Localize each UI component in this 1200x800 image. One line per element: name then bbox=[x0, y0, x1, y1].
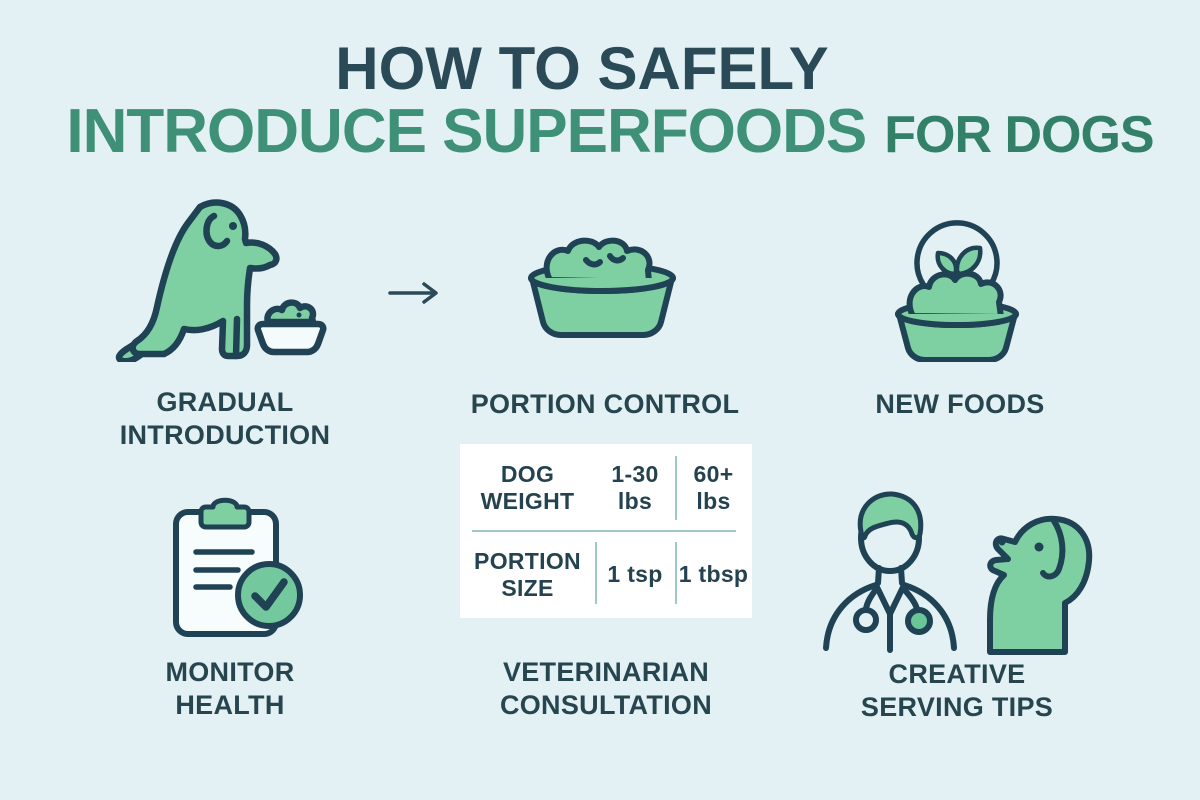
table-header-dog-weight-line1: DOG bbox=[500, 461, 555, 488]
table-cell-weight-1-30lbs: 1-30 lbs bbox=[595, 444, 675, 531]
gradual-introduction-label-line2: INTRODUCTION bbox=[119, 419, 331, 450]
gradual-introduction-label-line1: GRADUAL bbox=[156, 387, 294, 417]
table-divider bbox=[595, 542, 597, 604]
title-line2: INTRODUCE SUPERFOODS FOR DOGS bbox=[10, 96, 1200, 167]
table-header-portion-size-line1: PORTION bbox=[474, 548, 581, 575]
portion-size-table-grid: DOG WEIGHT 1-30 lbs 60+ lbs PORTION SIZE… bbox=[460, 444, 752, 618]
table-header-dog-weight-line2: WEIGHT bbox=[480, 487, 575, 514]
dog-bowl-with-leaf-sprout-icon bbox=[895, 220, 1019, 362]
table-cell-weight-60plus-lbs: 60+ lbs bbox=[675, 444, 752, 531]
table-cell-weight-60plus-lbs-line1: 60+ bbox=[693, 461, 734, 488]
table-cell-weight-1-30lbs-line1: 1-30 bbox=[611, 461, 659, 488]
clipboard-checkmark-icon bbox=[173, 497, 303, 637]
gradual-introduction-label: GRADUAL INTRODUCTION bbox=[95, 386, 355, 452]
table-divider bbox=[675, 542, 677, 604]
table-header-dog-weight: DOG WEIGHT bbox=[460, 444, 595, 531]
title-line2-dark: FOR DOGS bbox=[884, 106, 1154, 164]
table-cell-weight-60plus-lbs-line2: lbs bbox=[696, 487, 731, 514]
monitor-health-label: MONITOR HEALTH bbox=[120, 656, 340, 722]
table-header-portion-size: PORTION SIZE bbox=[460, 531, 595, 618]
table-cell-portion-1tsp: 1 tsp bbox=[607, 561, 663, 588]
table-divider bbox=[472, 530, 736, 532]
veterinarian-consultation-label: VETERINARIAN CONSULTATION bbox=[446, 656, 766, 722]
title-line2-green: INTRODUCE SUPERFOODS bbox=[66, 97, 867, 166]
table-cell-portion-1tbsp: 1 tbsp bbox=[678, 561, 749, 588]
creative-serving-tips-label: CREATIVE SERVING TIPS bbox=[822, 658, 1092, 724]
table-cell-weight-1-30lbs-line2: lbs bbox=[617, 487, 653, 514]
full-dog-bowl-icon bbox=[528, 237, 676, 338]
veterinarian-consultation-label-line1: VETERINARIAN bbox=[502, 657, 710, 687]
title-line1: HOW TO SAFELY bbox=[335, 35, 829, 102]
sitting-dog-with-bowl-icon bbox=[115, 199, 327, 362]
monitor-health-label-line1: MONITOR bbox=[165, 657, 295, 687]
creative-serving-tips-label-line2: SERVING TIPS bbox=[860, 691, 1054, 722]
table-header-portion-size-line2: SIZE bbox=[501, 574, 554, 601]
new-foods-label: NEW FOODS bbox=[875, 389, 1045, 419]
portion-size-table: DOG WEIGHT 1-30 lbs 60+ lbs PORTION SIZE… bbox=[460, 444, 752, 618]
right-arrow-icon bbox=[388, 282, 438, 304]
monitor-health-label-line2: HEALTH bbox=[175, 689, 285, 720]
veterinarian-with-dog-icon bbox=[823, 491, 1093, 655]
veterinarian-consultation-label-line2: CONSULTATION bbox=[499, 689, 713, 720]
table-divider bbox=[675, 456, 677, 520]
portion-control-label: PORTION CONTROL bbox=[470, 389, 740, 419]
creative-serving-tips-label-line1: CREATIVE bbox=[888, 659, 1026, 689]
